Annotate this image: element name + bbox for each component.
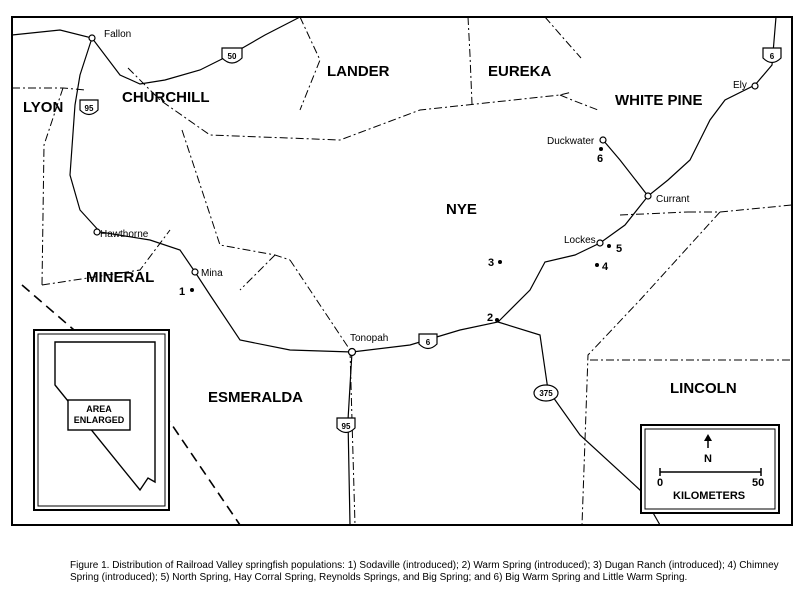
town-tonopah: Tonopah <box>350 333 388 344</box>
svg-text:95: 95 <box>85 104 94 113</box>
route-shield-us6-mid: 6 <box>418 333 438 350</box>
svg-text:95: 95 <box>342 422 351 431</box>
route-shield-sr375: 375 <box>533 384 559 402</box>
inset-label-line1: AREA <box>86 404 112 414</box>
inset-label-line2: ENLARGED <box>74 415 125 425</box>
site-label-2: 2 <box>487 312 493 324</box>
county-churchill: CHURCHILL <box>122 89 210 106</box>
county-white-pine: WHITE PINE <box>615 92 703 109</box>
county-mineral: MINERAL <box>86 269 154 286</box>
site-label-4: 4 <box>602 261 609 273</box>
svg-text:375: 375 <box>539 389 553 398</box>
scale-bar <box>659 468 762 476</box>
county-eureka: EUREKA <box>488 63 552 80</box>
state-boundary <box>21 284 241 526</box>
map-frame <box>11 16 793 526</box>
town-lockes: Lockes <box>564 235 596 246</box>
route-shield-us6-east: 6 <box>762 47 782 64</box>
county-nye: NYE <box>446 201 477 218</box>
town-markers <box>88 34 759 357</box>
county-boundaries <box>12 16 793 526</box>
north-label: N <box>704 453 712 465</box>
town-fallon: Fallon <box>104 29 131 40</box>
inset-locator-map: AREA ENLARGED <box>33 329 170 511</box>
town-hawthorne: Hawthorne <box>100 229 149 240</box>
svg-text:6: 6 <box>426 338 431 347</box>
site-label-5: 5 <box>616 243 622 255</box>
county-lyon: LYON <box>23 99 63 116</box>
route-shield-us95-south: 95 <box>336 417 356 434</box>
town-mina: Mina <box>201 268 223 279</box>
town-currant: Currant <box>656 194 690 205</box>
route-shield-us50: 50 <box>221 47 243 64</box>
county-esmeralda: ESMERALDA <box>208 389 303 406</box>
north-arrow-icon <box>704 434 712 448</box>
svg-text:50: 50 <box>228 52 237 61</box>
site-label-3: 3 <box>488 257 494 269</box>
site-markers <box>190 147 611 322</box>
county-lander: LANDER <box>327 63 390 80</box>
route-shield-us95-north: 95 <box>79 99 99 116</box>
scale-unit: KILOMETERS <box>673 490 745 502</box>
town-ely: Ely <box>733 80 747 91</box>
scale-fifty: 50 <box>752 477 764 489</box>
scale-zero: 0 <box>657 477 663 489</box>
town-duckwater: Duckwater <box>547 136 595 147</box>
site-label-6: 6 <box>597 153 603 165</box>
county-lincoln: LINCOLN <box>670 380 737 397</box>
site-label-1: 1 <box>179 286 185 298</box>
figure-caption: Figure 1. Distribution of Railroad Valle… <box>70 560 779 583</box>
svg-text:6: 6 <box>770 52 775 61</box>
